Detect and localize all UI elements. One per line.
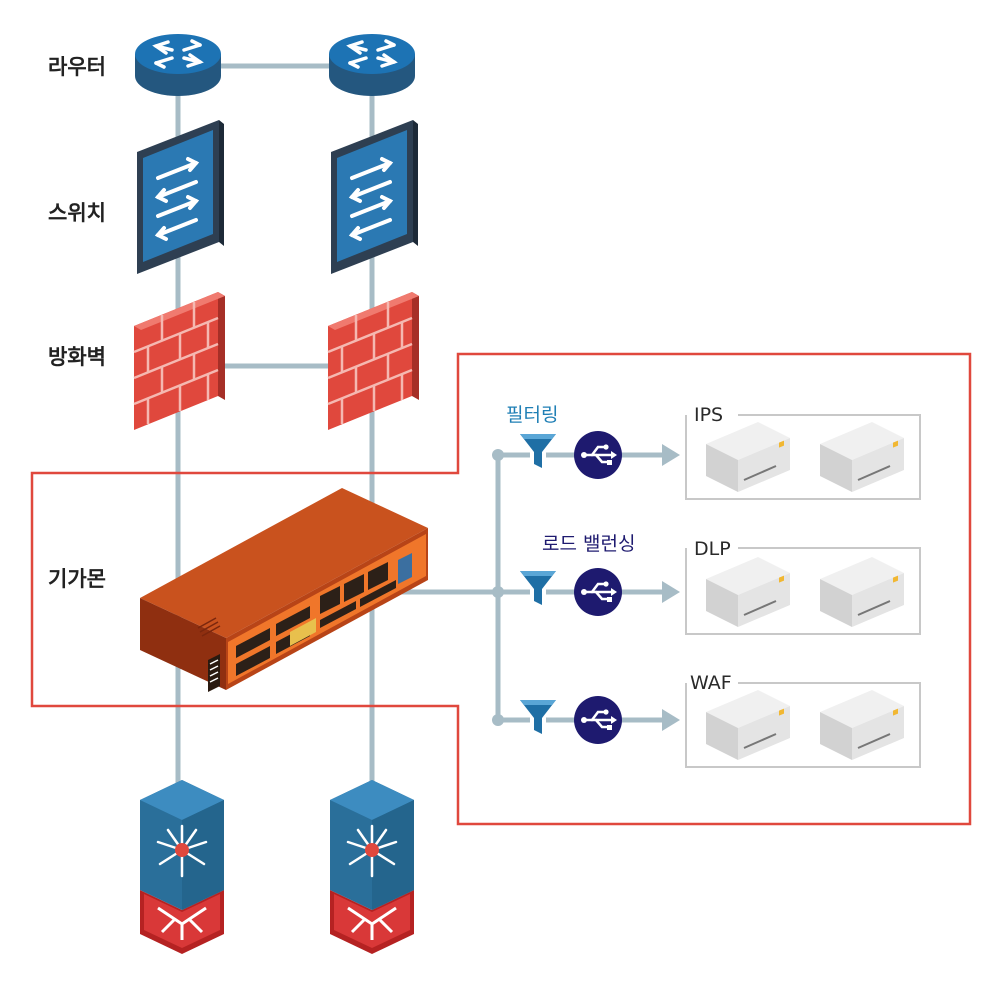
switch-icon xyxy=(135,118,226,276)
row-label-gigamon: 기가몬 xyxy=(48,567,106,591)
tool-group-boxes xyxy=(685,414,921,768)
row-label-firewall: 방화벽 xyxy=(48,345,106,369)
funnel-icon xyxy=(520,700,556,734)
usb-trident-icon xyxy=(572,566,624,618)
server-appliance-icon xyxy=(705,421,791,493)
usb-trident-icon xyxy=(572,694,624,746)
server-appliance-icon xyxy=(705,556,791,628)
server-appliance-icon xyxy=(819,556,905,628)
gigamon-appliance-icon xyxy=(140,488,428,692)
switch-icon xyxy=(329,118,420,276)
load-balancing-label: 로드 밸런싱 xyxy=(542,533,635,555)
junction-dots xyxy=(492,449,504,726)
firewall-brick-icon xyxy=(132,290,227,432)
server-appliance-icon xyxy=(819,689,905,761)
tool-group-label-ips: IPS xyxy=(694,404,723,426)
router-icon xyxy=(133,32,223,98)
network-endpoint-icon xyxy=(138,778,226,956)
link-arrows xyxy=(662,444,680,731)
row-label-switch: 스위치 xyxy=(48,201,106,225)
row-label-router: 라우터 xyxy=(48,55,106,79)
server-appliance-icon xyxy=(819,421,905,493)
filtering-label: 필터링 xyxy=(506,404,558,426)
firewall-brick-icon xyxy=(326,290,421,432)
funnel-icon xyxy=(520,571,556,605)
server-appliance-icon xyxy=(705,689,791,761)
router-icon xyxy=(327,32,417,98)
tool-group-label-waf: WAF xyxy=(690,672,732,694)
network-endpoint-icon xyxy=(328,778,416,956)
gigamon-highlight-box xyxy=(30,352,972,826)
usb-trident-icon xyxy=(572,429,624,481)
funnel-icon xyxy=(520,434,556,468)
tool-group-label-dlp: DLP xyxy=(694,538,731,560)
